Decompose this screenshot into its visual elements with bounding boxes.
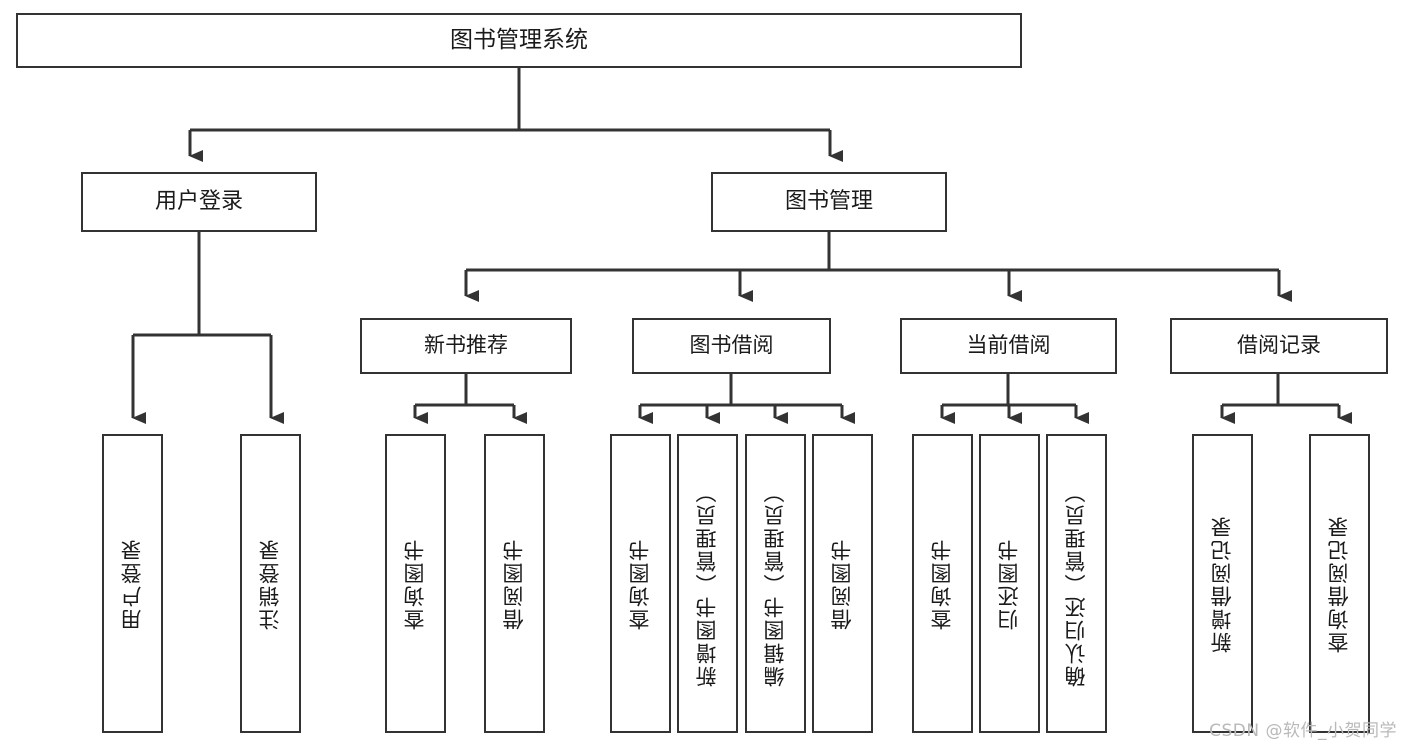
leaf-inner: 查询图书	[914, 436, 971, 731]
leaf-user-login[interactable]: 用户登录	[102, 434, 163, 733]
leaf-add-borrow-record[interactable]: 新增借阅记录	[1192, 434, 1253, 733]
node-label: 归还图书	[996, 537, 1021, 630]
node-label: 用户登录	[119, 537, 144, 630]
node-new-book-recommend[interactable]: 新书推荐	[360, 318, 572, 374]
node-label: 图书管理	[784, 188, 873, 214]
leaf-inner: 借阅图书	[486, 436, 543, 731]
node-label: 注销登录	[257, 537, 282, 630]
node-label: 图书管理系统	[450, 26, 588, 53]
node-label: 查询图书	[402, 537, 427, 630]
leaf-inner: 借阅图书	[814, 436, 871, 731]
leaf-borrow-book[interactable]: 借阅图书	[812, 434, 873, 733]
node-user-login[interactable]: 用户登录	[81, 172, 317, 232]
leaf-confirm-return-admin[interactable]: 确认归还（管理员）	[1046, 434, 1107, 733]
node-label: 查询图书	[627, 537, 652, 630]
node-book-management[interactable]: 图书管理	[711, 172, 947, 232]
node-label: 编辑图书（管理员）	[762, 480, 787, 687]
leaf-inner: 注销登录	[242, 436, 299, 731]
node-current-borrow[interactable]: 当前借阅	[900, 318, 1117, 374]
node-label: 新书推荐	[424, 333, 508, 358]
leaf-logout[interactable]: 注销登录	[240, 434, 301, 733]
node-label: 当前借阅	[966, 333, 1051, 358]
leaf-query-book-borrow[interactable]: 查询图书	[610, 434, 671, 733]
node-label: 借阅图书	[501, 537, 526, 630]
node-label: 新增借阅记录	[1209, 514, 1234, 653]
leaf-query-book-recommend[interactable]: 查询图书	[385, 434, 446, 733]
node-label: 借阅图书	[829, 537, 854, 630]
csdn-watermark: CSDN @软件_小贺同学	[1209, 721, 1397, 741]
leaf-inner: 新增借阅记录	[1194, 436, 1251, 731]
leaf-inner: 查询图书	[612, 436, 669, 731]
leaf-query-book-current[interactable]: 查询图书	[912, 434, 973, 733]
leaf-inner: 查询图书	[387, 436, 444, 731]
leaf-inner: 归还图书	[981, 436, 1038, 731]
leaf-return-book[interactable]: 归还图书	[979, 434, 1040, 733]
leaf-inner: 查询借阅记录	[1311, 436, 1368, 731]
leaf-inner: 用户登录	[104, 436, 161, 731]
leaf-edit-book-admin[interactable]: 编辑图书（管理员）	[745, 434, 806, 733]
node-label: 借阅记录	[1237, 333, 1321, 358]
leaf-inner: 确认归还（管理员）	[1048, 436, 1105, 731]
node-label: 查询图书	[929, 537, 954, 630]
node-borrow-record[interactable]: 借阅记录	[1170, 318, 1388, 374]
node-label: 图书借阅	[689, 333, 774, 358]
leaf-add-book-admin[interactable]: 新增图书（管理员）	[677, 434, 738, 733]
node-root-book-management-system[interactable]: 图书管理系统	[16, 13, 1022, 68]
node-book-borrow[interactable]: 图书借阅	[632, 318, 831, 374]
node-label: 新增图书（管理员）	[694, 480, 719, 687]
leaf-inner: 新增图书（管理员）	[679, 436, 736, 731]
leaf-inner: 编辑图书（管理员）	[747, 436, 804, 731]
node-label: 查询借阅记录	[1326, 514, 1351, 653]
node-label: 确认归还（管理员）	[1063, 480, 1088, 687]
leaf-query-borrow-record[interactable]: 查询借阅记录	[1309, 434, 1370, 733]
leaf-borrow-book-recommend[interactable]: 借阅图书	[484, 434, 545, 733]
node-label: 用户登录	[154, 188, 243, 214]
